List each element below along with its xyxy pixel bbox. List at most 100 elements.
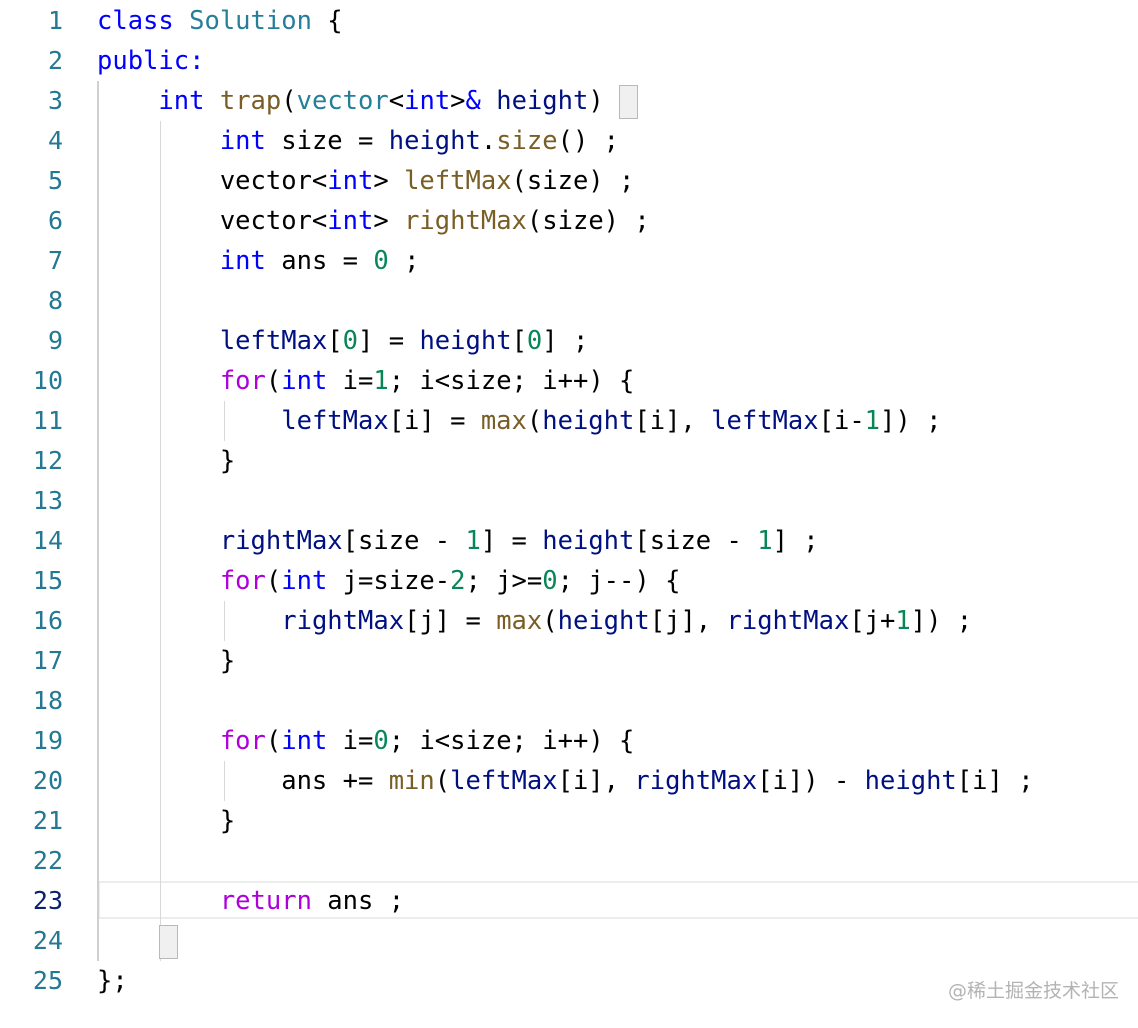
code-token: int — [219, 126, 266, 156]
indent-guide — [160, 121, 162, 961]
line-number: 22 — [32, 846, 63, 875]
line-number: 1 — [47, 6, 63, 35]
line-number: 10 — [32, 366, 63, 395]
code-line[interactable]: 20 ans += min(leftMax[i], rightMax[i]) -… — [0, 761, 1138, 801]
line-code: for(int i=1; i<size; i++) { — [97, 361, 635, 401]
code-token: i= — [327, 726, 374, 756]
code-token: [ — [327, 326, 343, 356]
code-line[interactable]: 19 for(int i=0; i<size; i++) { — [0, 721, 1138, 761]
code-token: leftMax — [219, 326, 328, 356]
code-token — [97, 886, 220, 916]
line-code: }; — [97, 961, 128, 1001]
code-token — [97, 566, 220, 596]
code-token: > — [450, 86, 466, 116]
code-token: height — [496, 86, 589, 116]
code-line[interactable]: 6 vector<int> rightMax(size) ; — [0, 201, 1138, 241]
code-line[interactable]: 18 — [0, 681, 1138, 721]
code-token: }; — [97, 966, 128, 996]
code-token: [j] = — [404, 606, 497, 636]
code-token: > — [373, 206, 405, 236]
line-number: 17 — [32, 646, 63, 675]
code-token: 1 — [757, 526, 773, 556]
code-token: ans += — [97, 766, 389, 796]
line-code: int trap(vector<int>& height) { — [97, 81, 634, 121]
code-token: leftMax — [404, 166, 512, 196]
code-line[interactable]: 13 — [0, 481, 1138, 521]
code-token: [ — [511, 326, 527, 356]
code-line[interactable]: 4 int size = height.size() ; — [0, 121, 1138, 161]
code-token: } — [97, 446, 236, 476]
code-line[interactable]: 14 rightMax[size - 1] = height[size - 1]… — [0, 521, 1138, 561]
code-token: for — [219, 566, 266, 596]
code-token: rightMax — [404, 206, 527, 236]
code-token: ] ; — [542, 326, 589, 356]
code-token — [97, 366, 220, 396]
code-token — [97, 526, 220, 556]
code-line[interactable]: 17 } — [0, 641, 1138, 681]
code-token: ans = — [265, 246, 374, 276]
code-token: int — [158, 86, 205, 116]
code-line[interactable]: 5 vector<int> leftMax(size) ; — [0, 161, 1138, 201]
code-line[interactable]: 10 for(int i=1; i<size; i++) { — [0, 361, 1138, 401]
code-token: [size - — [634, 526, 758, 556]
code-line[interactable]: 12 } — [0, 441, 1138, 481]
code-token — [97, 326, 220, 356]
code-token: ; i<size; i++) { — [388, 366, 635, 396]
code-token — [97, 86, 158, 116]
line-code: } — [97, 641, 235, 681]
code-token: [i], — [634, 406, 712, 436]
bracket-highlight — [619, 85, 638, 119]
code-line[interactable]: 22 — [0, 841, 1138, 881]
code-token — [97, 726, 220, 756]
code-token: ]) ; — [880, 406, 942, 436]
code-token: i= — [327, 366, 374, 396]
code-token: ; i<size; i++) { — [388, 726, 635, 756]
code-token: ( — [542, 606, 558, 636]
code-token: for — [219, 726, 266, 756]
code-token: 0 — [526, 326, 543, 356]
code-token: & — [465, 86, 481, 116]
code-token: min — [388, 766, 435, 796]
code-token: { — [311, 6, 343, 36]
line-code: rightMax[size - 1] = height[size - 1] ; — [97, 521, 819, 561]
line-code: vector<int> leftMax(size) ; — [97, 161, 635, 201]
code-line[interactable]: 23 return ans ; — [0, 881, 1138, 921]
code-token: size = — [265, 126, 389, 156]
code-line[interactable]: 25}; — [0, 961, 1138, 1001]
code-token: for — [219, 366, 266, 396]
code-token: height — [388, 126, 481, 156]
code-line[interactable]: 7 int ans = 0 ; — [0, 241, 1138, 281]
code-line[interactable]: 8 — [0, 281, 1138, 321]
code-token: int — [327, 206, 374, 236]
line-code: } — [97, 441, 235, 481]
line-number: 6 — [47, 206, 63, 235]
code-token: ( — [265, 366, 282, 396]
indent-guide — [223, 601, 225, 641]
code-line[interactable]: 21 } — [0, 801, 1138, 841]
code-line[interactable]: 9 leftMax[0] = height[0] ; — [0, 321, 1138, 361]
code-token: rightMax — [726, 606, 850, 636]
code-token: Solution — [189, 6, 312, 36]
code-token: int — [281, 726, 328, 756]
code-token: (size) ; — [526, 206, 650, 236]
code-token: height — [542, 526, 635, 556]
code-line[interactable]: 15 for(int j=size-2; j>=0; j--) { — [0, 561, 1138, 601]
code-token: public: — [97, 46, 205, 76]
code-line[interactable]: 1 class Solution { — [0, 1, 1138, 41]
line-code: int size = height.size() ; — [97, 121, 619, 161]
code-token: int — [281, 566, 328, 596]
code-line[interactable]: 16 rightMax[j] = max(height[j], rightMax… — [0, 601, 1138, 641]
indent-guide — [223, 401, 225, 441]
code-token: [size - — [342, 526, 466, 556]
code-token: rightMax — [634, 766, 758, 796]
line-code: } — [97, 801, 235, 841]
code-line[interactable]: 3 int trap(vector<int>& height) { — [0, 81, 1138, 121]
code-token: int — [219, 246, 266, 276]
code-line[interactable]: 11 leftMax[i] = max(height[i], leftMax[i… — [0, 401, 1138, 441]
code-token: [j], — [649, 606, 727, 636]
code-token: class — [97, 6, 174, 36]
line-number: 11 — [32, 406, 63, 435]
line-number: 14 — [32, 526, 63, 555]
